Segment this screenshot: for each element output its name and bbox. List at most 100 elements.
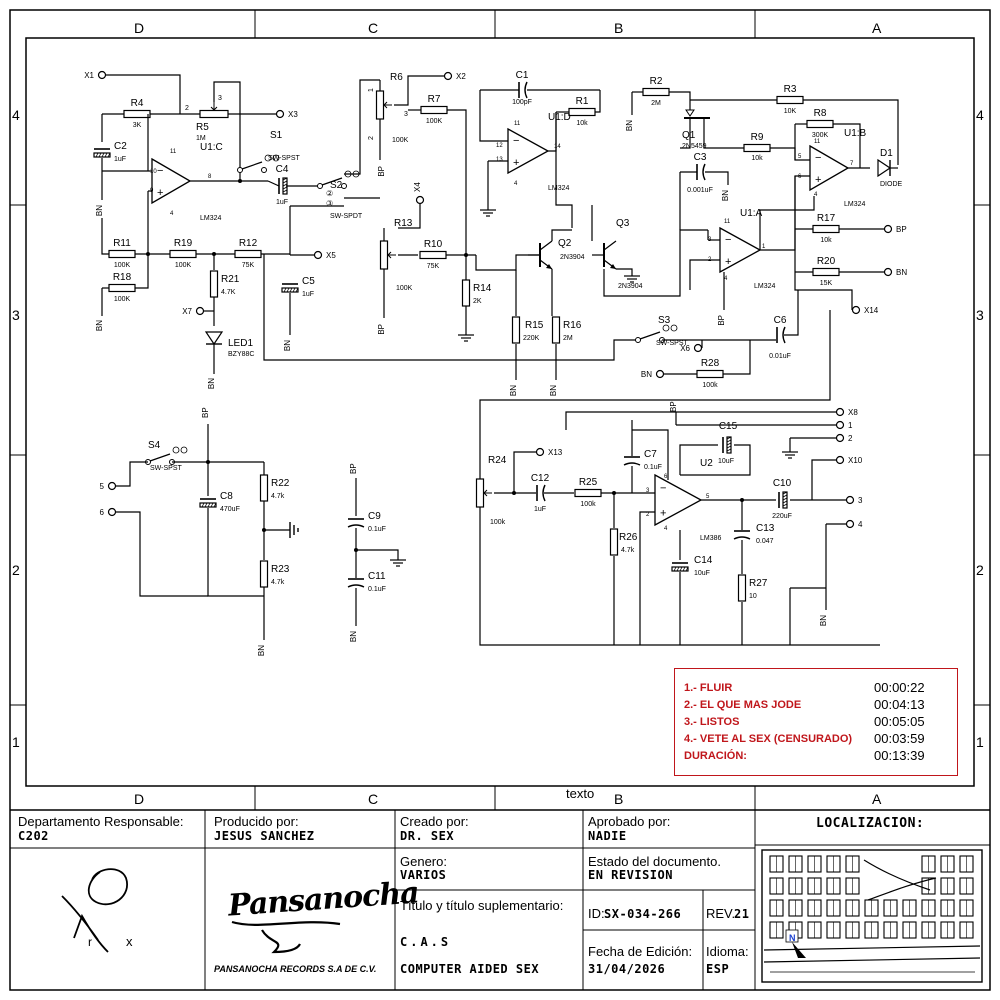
svg-text:4: 4 [170,211,174,217]
svg-text:1: 1 [368,88,375,92]
track-2-time: 00:04:13 [874,697,925,712]
svg-text:−: − [157,165,163,177]
svg-text:U1:A: U1:A [740,208,763,219]
svg-text:5: 5 [798,154,802,160]
svg-text:10k: 10k [751,155,763,162]
zone-left-1: 1 [12,734,20,750]
svg-text:R28: R28 [701,358,720,369]
lang-label: Idioma: [706,944,749,959]
svg-text:U2: U2 [700,458,713,469]
svg-text:5: 5 [706,494,710,500]
svg-text:1: 1 [762,244,766,250]
svg-text:1: 1 [848,421,853,430]
terminal-5: 5 [100,481,117,491]
svg-text:6: 6 [664,474,668,480]
svg-text:LM324: LM324 [844,201,866,208]
zone-top-a: A [872,20,882,36]
svg-text:−: − [815,152,821,164]
company-name: PANSANOCHA RECORDS S.A DE C.V. [214,964,377,974]
c9-capacitor: C90.1uF [347,511,386,533]
svg-text:R1: R1 [576,96,589,107]
dept-value: C202 [18,829,49,843]
terminal-4: 4 [845,519,863,529]
svg-text:4.7k: 4.7k [621,547,635,554]
svg-text:C14: C14 [694,555,713,566]
svg-text:100K: 100K [396,285,413,292]
svg-text:R16: R16 [563,320,582,331]
svg-text:U1:B: U1:B [844,128,867,139]
svg-text:7: 7 [850,161,854,167]
zone-bottom-a: A [872,791,882,807]
svg-text:0.1uF: 0.1uF [368,526,386,533]
zone-left-4: 4 [12,107,20,123]
net-bp-r13: BP [377,324,386,335]
svg-text:100K: 100K [175,262,192,269]
svg-text:10k: 10k [576,120,588,127]
svg-text:S2: S2 [330,180,343,191]
svg-text:R24: R24 [488,455,507,466]
terminal-bp-r17: BP [883,224,907,234]
svg-text:X7: X7 [182,307,192,316]
terminal-6: 6 [100,507,117,517]
svg-text:R14: R14 [473,283,492,294]
svg-text:R18: R18 [113,272,132,283]
svg-text:2N3904: 2N3904 [618,283,643,290]
svg-text:0.001uF: 0.001uF [687,187,713,194]
svg-text:12: 12 [496,143,503,149]
svg-text:C6: C6 [774,315,787,326]
svg-text:10k: 10k [820,237,832,244]
svg-text:DIODE: DIODE [880,181,903,188]
svg-text:1uF: 1uF [114,156,126,163]
net-bn-led1: BN [207,378,216,389]
svg-text:10: 10 [749,593,757,600]
svg-text:2: 2 [368,136,375,140]
svg-text:R5: R5 [196,122,209,133]
svg-text:X6: X6 [680,344,690,353]
c7-capacitor: C70.1uF [623,449,662,471]
terminal-x7: X7 [182,306,205,316]
net-bn-u2: BN [819,615,828,626]
svg-text:4.7k: 4.7k [271,579,285,586]
svg-text:75K: 75K [242,262,255,269]
genre-value: VARIOS [400,868,447,882]
svg-text:13: 13 [496,157,503,163]
terminal-1: 1 [835,420,853,430]
svg-text:R27: R27 [749,578,768,589]
r14-ground [458,334,474,342]
svg-text:+: + [157,187,163,199]
tracklist-box [674,668,958,776]
svg-text:x: x [126,934,133,949]
svg-text:X14: X14 [864,306,879,315]
svg-text:SW-SPST: SW-SPST [150,465,182,472]
svg-text:4: 4 [858,520,863,529]
svg-text:100pF: 100pF [512,99,532,106]
svg-text:4.7k: 4.7k [271,493,285,500]
svg-text:+: + [725,256,731,268]
title-value-2: COMPUTER AIDED SEX [400,962,540,976]
terminal-x4: X4 [413,182,425,205]
zone-top-b: B [614,20,624,36]
svg-text:15K: 15K [820,280,833,287]
track-4-time: 00:03:59 [874,731,925,746]
svg-text:R9: R9 [751,132,764,143]
svg-text:3: 3 [218,95,222,102]
